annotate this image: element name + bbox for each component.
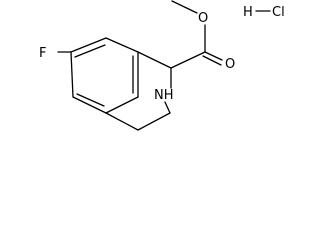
bond: [137, 112, 171, 131]
hydrogen-label: H: [243, 5, 253, 20]
bond: [72, 96, 107, 114]
piperidine-ring: [105, 51, 172, 131]
benzene-ring: [70, 37, 139, 114]
bond: [202, 55, 222, 66]
bond: [70, 51, 74, 98]
bond: [105, 112, 139, 131]
bond: [164, 101, 171, 114]
hydrochloride: H Cl: [243, 5, 285, 20]
bond: [137, 51, 172, 69]
bond: [105, 96, 139, 114]
bond: [105, 37, 139, 53]
amine-label: NH: [154, 88, 174, 103]
bond: [70, 37, 107, 53]
carbonyl-oxygen-label: O: [225, 57, 235, 72]
chlorine-label: Cl: [272, 5, 285, 20]
chemical-structure-diagram: F NH O O H Cl: [39, 0, 285, 131]
bond: [204, 51, 223, 61]
ester-group: [170, 0, 223, 69]
bond: [170, 51, 206, 69]
fluorine-label: F: [39, 46, 46, 61]
bond: [74, 44, 106, 58]
ester-oxygen-label: O: [198, 11, 208, 26]
bond: [76, 93, 105, 107]
bond: [171, 0, 198, 14]
